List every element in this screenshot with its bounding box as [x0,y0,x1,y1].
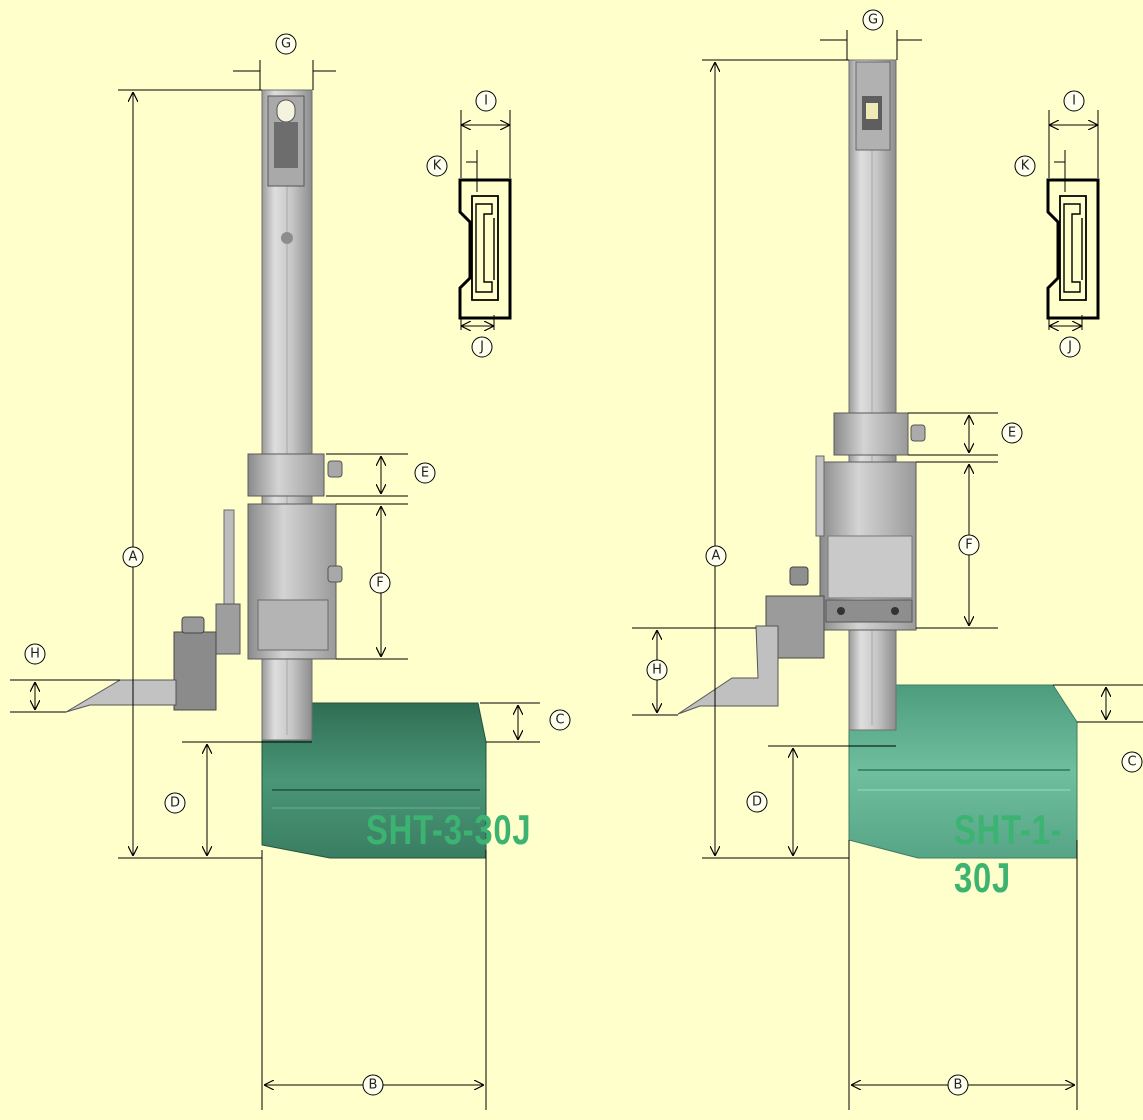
svg-text:I: I [484,94,488,109]
dimension-badge-h-right: H [646,659,668,681]
dimension-badge-e-left: E [414,462,436,484]
svg-text:C: C [555,713,564,728]
svg-text:G: G [868,13,878,28]
dimension-badge-g-right: G [862,9,884,31]
svg-text:A: A [129,550,138,565]
dimension-badge-c-right: C [1121,751,1143,773]
dimension-badge-a-right: A [705,545,727,567]
svg-text:K: K [433,159,442,174]
dimension-badge-b-right: B [947,1074,969,1096]
dimension-badge-i-right: I [1063,90,1085,112]
svg-text:D: D [170,796,180,811]
dimension-badge-b-left: B [362,1074,384,1096]
svg-text:B: B [954,1078,963,1093]
dimension-badge-i-left: I [475,90,497,112]
beam-cross-section-right [1046,110,1100,330]
fine-slider-left [247,453,325,497]
dimension-lines [10,30,1143,1110]
model-label-left: SHT-3-30J [366,806,532,853]
dimension-badge-j-right: J [1059,336,1081,358]
svg-text:B: B [369,1078,378,1093]
model-label-right: SHT-1-30J [954,806,1063,901]
svg-text:J: J [1067,340,1072,355]
dimension-badge-f-left: F [369,572,391,594]
dimension-badge-g-left: G [275,33,297,55]
dimension-badge-c-left: C [549,709,571,731]
dimension-badge-j-left: J [471,336,493,358]
gauge-left [65,89,487,859]
svg-text:J: J [479,340,484,355]
svg-text:G: G [281,37,291,52]
svg-text:F: F [965,538,972,553]
svg-text:E: E [1008,426,1016,441]
dimension-badges: A G E F H C D B I K J A G E F H C D B I K J [24,9,1143,1096]
svg-text:H: H [30,647,40,662]
fine-slider-right [833,412,909,456]
svg-text:C: C [1127,755,1136,770]
svg-text:K: K [1021,159,1030,174]
dimension-badge-k-right: K [1014,155,1036,177]
svg-text:I: I [1072,94,1076,109]
dimension-badge-a-left: A [122,546,144,568]
dimension-badge-d-right: D [746,791,768,813]
scriber-right [677,625,779,715]
gauge-right [677,59,1078,859]
svg-text:A: A [712,549,721,564]
scriber-left [65,679,177,713]
svg-text:F: F [376,576,383,591]
svg-text:D: D [752,795,762,810]
svg-text:H: H [652,663,662,678]
dimension-badge-h-left: H [24,643,46,665]
dimension-badge-k-left: K [426,155,448,177]
beam-cross-section-left [458,110,512,330]
dimension-badge-d-left: D [164,792,186,814]
svg-text:E: E [421,466,429,481]
dimension-badge-e-right: E [1001,422,1023,444]
dimension-badge-f-right: F [958,534,980,556]
